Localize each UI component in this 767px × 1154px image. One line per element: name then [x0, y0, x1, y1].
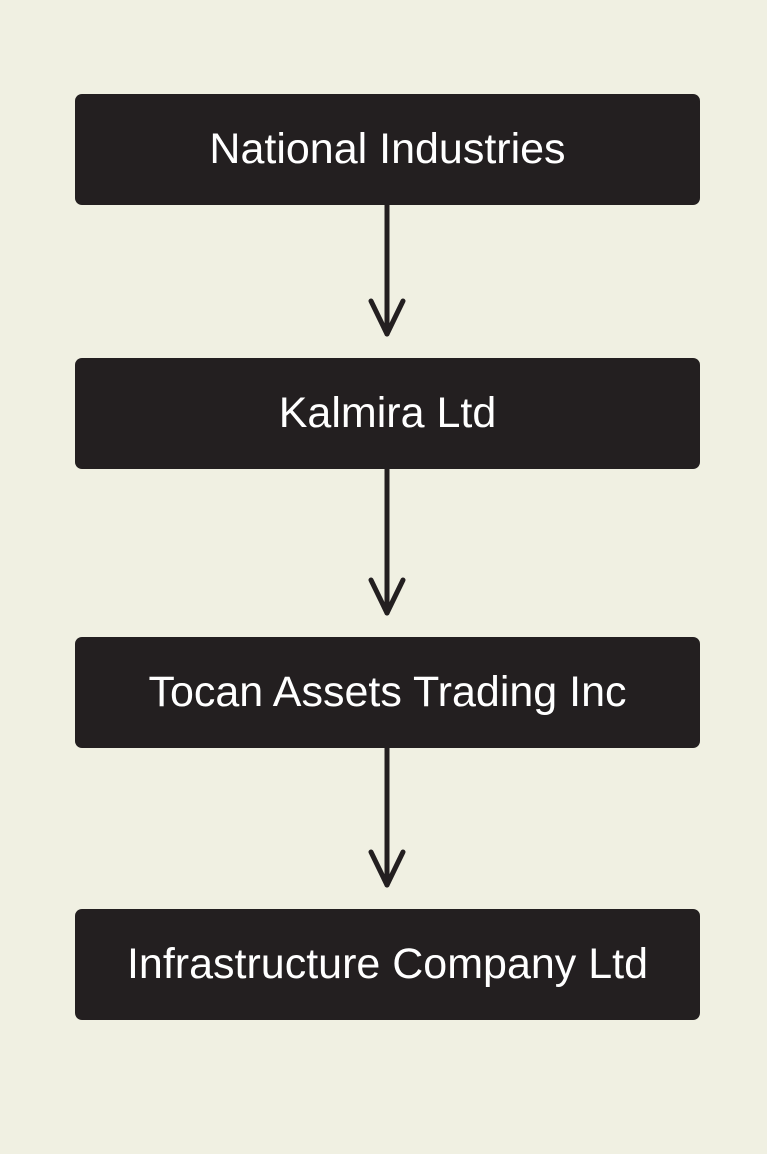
node-national-industries: National Industries [75, 94, 700, 205]
arrow-national-to-kalmira [368, 202, 406, 337]
node-infrastructure-company-ltd: Infrastructure Company Ltd [75, 909, 700, 1020]
arrow-tocan-to-infrastructure [368, 745, 406, 888]
node-kalmira-ltd: Kalmira Ltd [75, 358, 700, 469]
node-tocan-assets-trading-inc: Tocan Assets Trading Inc [75, 637, 700, 748]
node-label: National Industries [209, 125, 566, 173]
arrowhead-icon [368, 849, 406, 888]
node-label: Infrastructure Company Ltd [126, 940, 649, 988]
arrowhead-icon [368, 577, 406, 616]
arrow-kalmira-to-tocan [368, 466, 406, 616]
node-label: Tocan Assets Trading Inc [148, 668, 627, 716]
node-label: Kalmira Ltd [278, 389, 497, 437]
arrowhead-icon [368, 298, 406, 337]
